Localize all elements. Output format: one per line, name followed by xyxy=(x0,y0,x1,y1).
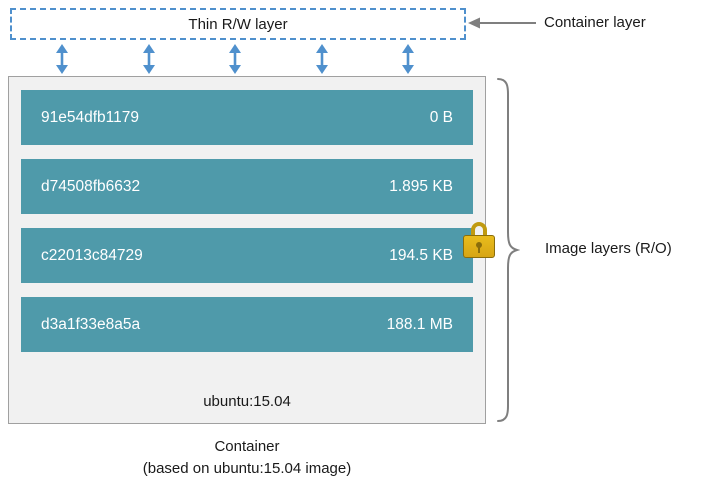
bidirectional-arrow-icon xyxy=(142,44,155,74)
layer-id: c22013c84729 xyxy=(41,246,143,264)
diagram-caption: Container (based on ubuntu:15.04 image) xyxy=(8,436,486,480)
bidirectional-arrow-icon xyxy=(229,44,241,74)
bidirectional-arrow-icon xyxy=(402,44,414,74)
lock-keyhole xyxy=(476,242,482,253)
layer-size: 188.1 MB xyxy=(386,315,453,333)
lock-body xyxy=(463,235,495,258)
image-layer-row: d3a1f33e8a5a 188.1 MB xyxy=(21,297,473,352)
layer-size: 194.5 KB xyxy=(389,246,453,264)
image-layer-row: d74508fb6632 1.895 KB xyxy=(21,159,473,214)
left-arrow-icon xyxy=(468,17,536,28)
image-name-label: ubuntu:15.04 xyxy=(203,393,291,410)
container-layer-callout: Container layer xyxy=(468,14,646,31)
container-layer-label: Container layer xyxy=(544,14,646,31)
image-layer-list: 91e54dfb1179 0 B d74508fb6632 1.895 KB c… xyxy=(21,90,473,366)
layer-id: d74508fb6632 xyxy=(41,177,141,195)
image-layer-row: c22013c84729 194.5 KB xyxy=(21,228,473,283)
layer-id: d3a1f33e8a5a xyxy=(41,315,141,333)
caption-line1: Container xyxy=(214,438,280,455)
image-layer-row: 91e54dfb1179 0 B xyxy=(21,90,473,145)
bidirectional-arrow-icon xyxy=(315,44,328,74)
thin-rw-layer-box: Thin R/W layer xyxy=(10,8,466,40)
thin-rw-layer-label: Thin R/W layer xyxy=(188,15,288,33)
lock-icon xyxy=(463,222,495,258)
image-layers-label: Image layers (R/O) xyxy=(545,240,672,257)
caption-line2: (based on ubuntu:15.04 image) xyxy=(142,460,352,477)
layer-size: 1.895 KB xyxy=(389,177,453,195)
image-stack-box: 91e54dfb1179 0 B d74508fb6632 1.895 KB c… xyxy=(8,76,486,424)
rw-arrows-row xyxy=(55,44,415,74)
layer-id: 91e54dfb1179 xyxy=(41,108,139,126)
layer-size: 0 B xyxy=(429,108,453,126)
lock-shackle xyxy=(471,222,487,237)
bidirectional-arrow-icon xyxy=(56,44,68,74)
curly-brace-icon xyxy=(497,78,520,422)
